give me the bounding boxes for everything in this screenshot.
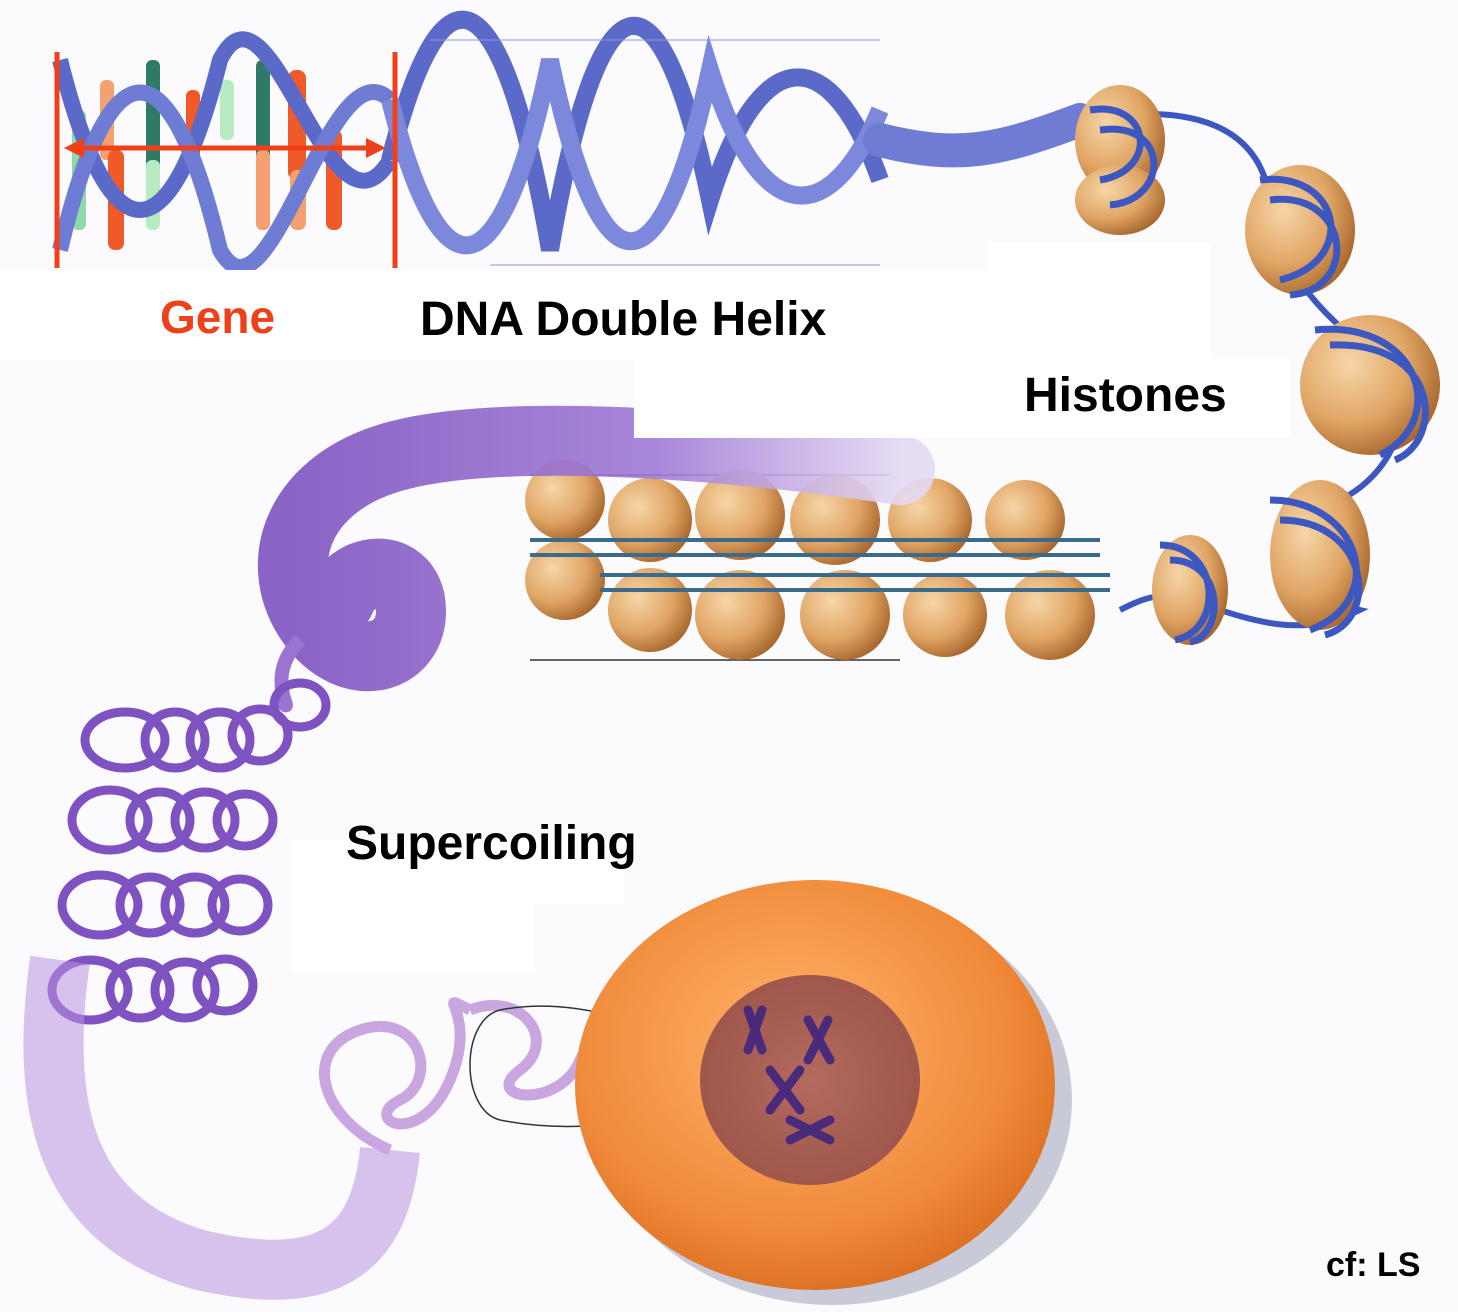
nucleosome bbox=[1245, 165, 1355, 295]
supercoiling-label: Supercoiling bbox=[346, 820, 637, 868]
nucleosome bbox=[1152, 535, 1228, 645]
gene-label: Gene bbox=[160, 294, 275, 340]
histones-label: Histones bbox=[1024, 372, 1227, 420]
citation-label: cf: LS bbox=[1326, 1248, 1420, 1282]
nucleosome bbox=[1075, 85, 1165, 235]
supercoils bbox=[52, 683, 326, 1020]
label-background bbox=[292, 900, 534, 972]
nucleus bbox=[700, 975, 920, 1185]
nucleosome bbox=[1270, 480, 1370, 635]
cell bbox=[575, 880, 1072, 1305]
dna-double-helix-label: DNA Double Helix bbox=[420, 296, 826, 344]
nucleosome bbox=[1300, 315, 1440, 460]
label-background bbox=[988, 242, 1210, 360]
